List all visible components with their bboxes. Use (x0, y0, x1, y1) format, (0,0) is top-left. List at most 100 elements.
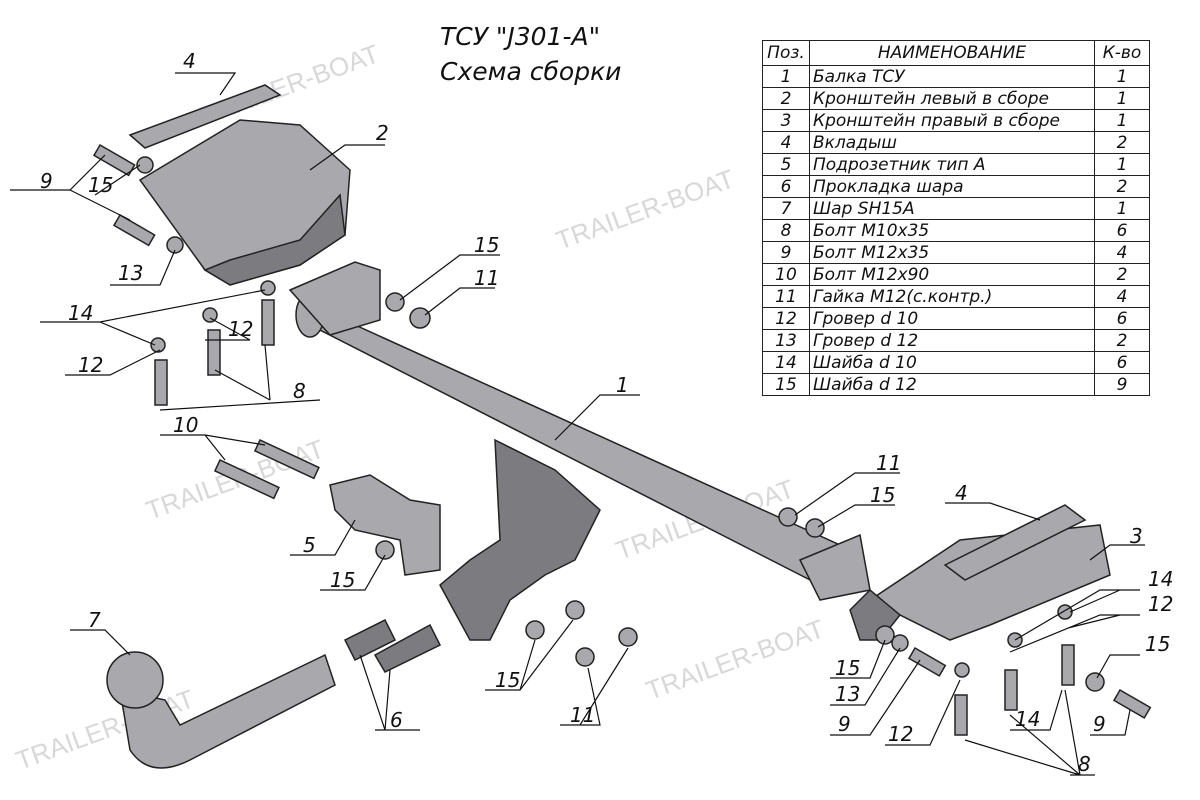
right-bracket (849, 504, 1111, 641)
cell-qty: 1 (1094, 197, 1150, 220)
cell-qty: 1 (1094, 109, 1150, 132)
callout: 9 (1093, 712, 1106, 736)
cell-qty: 2 (1094, 131, 1150, 154)
callout: 13 (118, 261, 143, 285)
cell-qty: 2 (1094, 263, 1150, 286)
callout: 3 (1130, 524, 1143, 548)
cell-qty: 6 (1094, 219, 1150, 242)
watermark: TRAILER-BOAT (552, 163, 738, 255)
header-qty: К-во (1094, 40, 1150, 66)
callout: 15 (474, 233, 499, 257)
cell-pos: 4 (762, 131, 810, 154)
cell-pos: 14 (762, 351, 810, 374)
cell-pos: 12 (762, 307, 810, 330)
cell-pos: 3 (762, 109, 810, 132)
beam (288, 261, 871, 641)
cell-pos: 6 (762, 175, 810, 198)
cell-qty: 2 (1094, 175, 1150, 198)
cell-qty: 2 (1094, 329, 1150, 352)
title-line-1: ТСУ "J301-A" (440, 22, 600, 51)
cell-qty: 6 (1094, 307, 1150, 330)
cell-pos: 10 (762, 263, 810, 286)
callout: 14 (1148, 567, 1173, 591)
left-bracket (128, 84, 351, 286)
table-header-row: Поз. НАИМЕНОВАНИЕ К-во (762, 40, 1150, 66)
cell-name: Шар SH15A (809, 197, 1095, 220)
cell-pos: 5 (762, 153, 810, 176)
ball-mount (106, 651, 336, 769)
cell-name: Болт М10х35 (809, 219, 1095, 242)
title-line-2: Схема сборки (440, 57, 621, 86)
ball-spacers (343, 618, 442, 673)
callout: 8 (1078, 752, 1091, 776)
callout: 15 (870, 483, 895, 507)
callout: 15 (1145, 632, 1170, 656)
cell-pos: 7 (762, 197, 810, 220)
callout: 9 (40, 169, 53, 193)
cell-pos: 1 (762, 65, 810, 88)
callout: 15 (495, 668, 520, 692)
callout: 10 (173, 413, 198, 437)
cell-qty: 1 (1094, 153, 1150, 176)
cell-name: Балка ТСУ (809, 65, 1095, 88)
cell-name: Гровер d 10 (809, 307, 1095, 330)
cell-pos: 8 (762, 219, 810, 242)
cell-pos: 15 (762, 373, 810, 396)
leader-lines (10, 72, 1145, 776)
cell-qty: 4 (1094, 241, 1150, 264)
callout: 15 (330, 568, 355, 592)
callout: 4 (183, 49, 196, 73)
cell-name: Гайка М12(с.контр.) (809, 285, 1095, 308)
callout: 12 (228, 317, 253, 341)
cell-qty: 1 (1094, 87, 1150, 110)
callout: 15 (88, 173, 113, 197)
cell-name: Кронштейн правый в сборе (809, 109, 1095, 132)
cell-pos: 2 (762, 87, 810, 110)
callout: 12 (888, 722, 913, 746)
callout: 11 (474, 266, 499, 290)
cell-name: Гровер d 12 (809, 329, 1095, 352)
socket-plate (329, 474, 441, 576)
cell-name: Шайба d 10 (809, 351, 1095, 374)
cell-name: Подрозетник тип А (809, 153, 1095, 176)
cell-name: Вкладыш (809, 131, 1095, 154)
callout: 9 (838, 712, 851, 736)
callout: 1 (616, 373, 629, 397)
title: ТСУ "J301-A" Схема сборки (440, 22, 621, 86)
cell-pos: 9 (762, 241, 810, 264)
callout: 14 (1015, 707, 1040, 731)
cell-name: Прокладка шара (809, 175, 1095, 198)
callout: 14 (68, 301, 93, 325)
bolts-and-washers (92, 143, 1152, 736)
cell-qty: 1 (1094, 65, 1150, 88)
callouts: 4 2 9 15 13 14 12 12 8 10 15 11 1 11 15 … (40, 49, 1173, 776)
callout: 8 (293, 379, 306, 403)
cell-pos: 13 (762, 329, 810, 352)
cell-qty: 6 (1094, 351, 1150, 374)
header-pos: Поз. (762, 40, 810, 66)
cell-name: Кронштейн левый в сборе (809, 87, 1095, 110)
watermark: TRAILER-BOAT (642, 613, 828, 705)
callout: 2 (376, 121, 389, 145)
callout: 12 (1148, 592, 1173, 616)
header-name: НАИМЕНОВАНИЕ (809, 40, 1095, 66)
callout: 5 (303, 533, 316, 557)
callout: 12 (78, 353, 103, 377)
cell-name: Болт М12х90 (809, 263, 1095, 286)
callout: 4 (955, 481, 968, 505)
